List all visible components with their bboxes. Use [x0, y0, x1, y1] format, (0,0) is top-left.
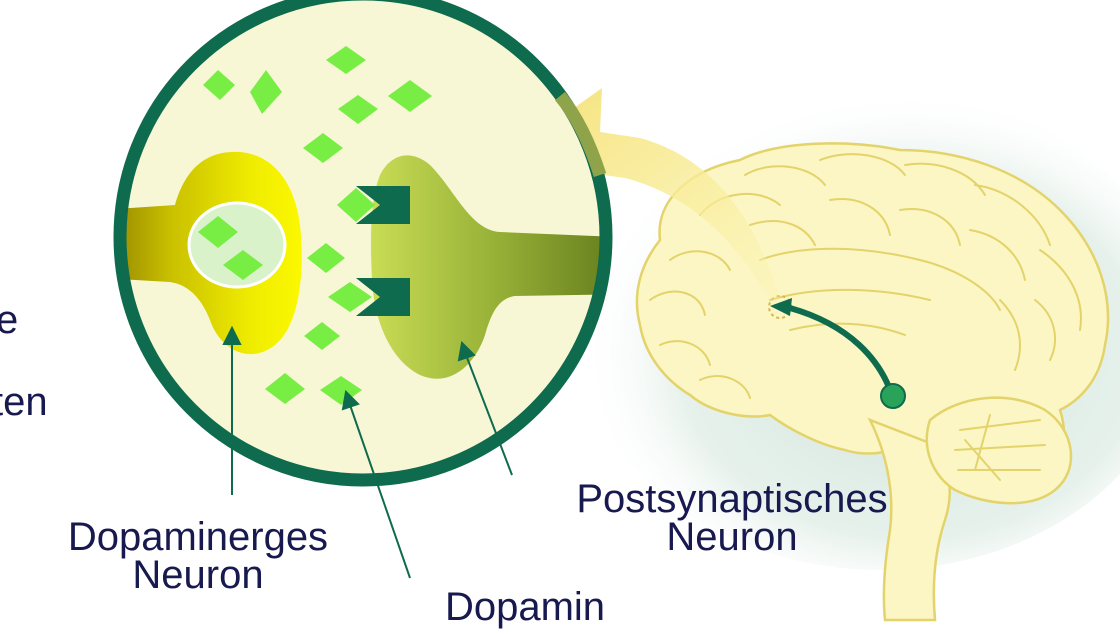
cut-off-text-fragment: e	[0, 300, 18, 340]
synapse-zoom	[100, 0, 640, 480]
label-dopaminergic-neuron-line1: Dopaminerges	[18, 518, 378, 556]
neuron-cell-body	[881, 384, 905, 408]
label-postsynaptic-neuron-line1: Postsynaptisches	[512, 480, 952, 518]
label-postsynaptic-neuron-line2: Neuron	[512, 518, 952, 556]
label-postsynaptic-neuron: Postsynaptisches Neuron	[512, 480, 952, 556]
label-dopaminergic-neuron: Dopaminerges Neuron	[18, 518, 378, 594]
label-dopaminergic-neuron-line2: Neuron	[18, 556, 378, 594]
cut-off-text-fragment: ten	[0, 382, 48, 422]
label-dopamine: Dopamin	[410, 588, 640, 626]
